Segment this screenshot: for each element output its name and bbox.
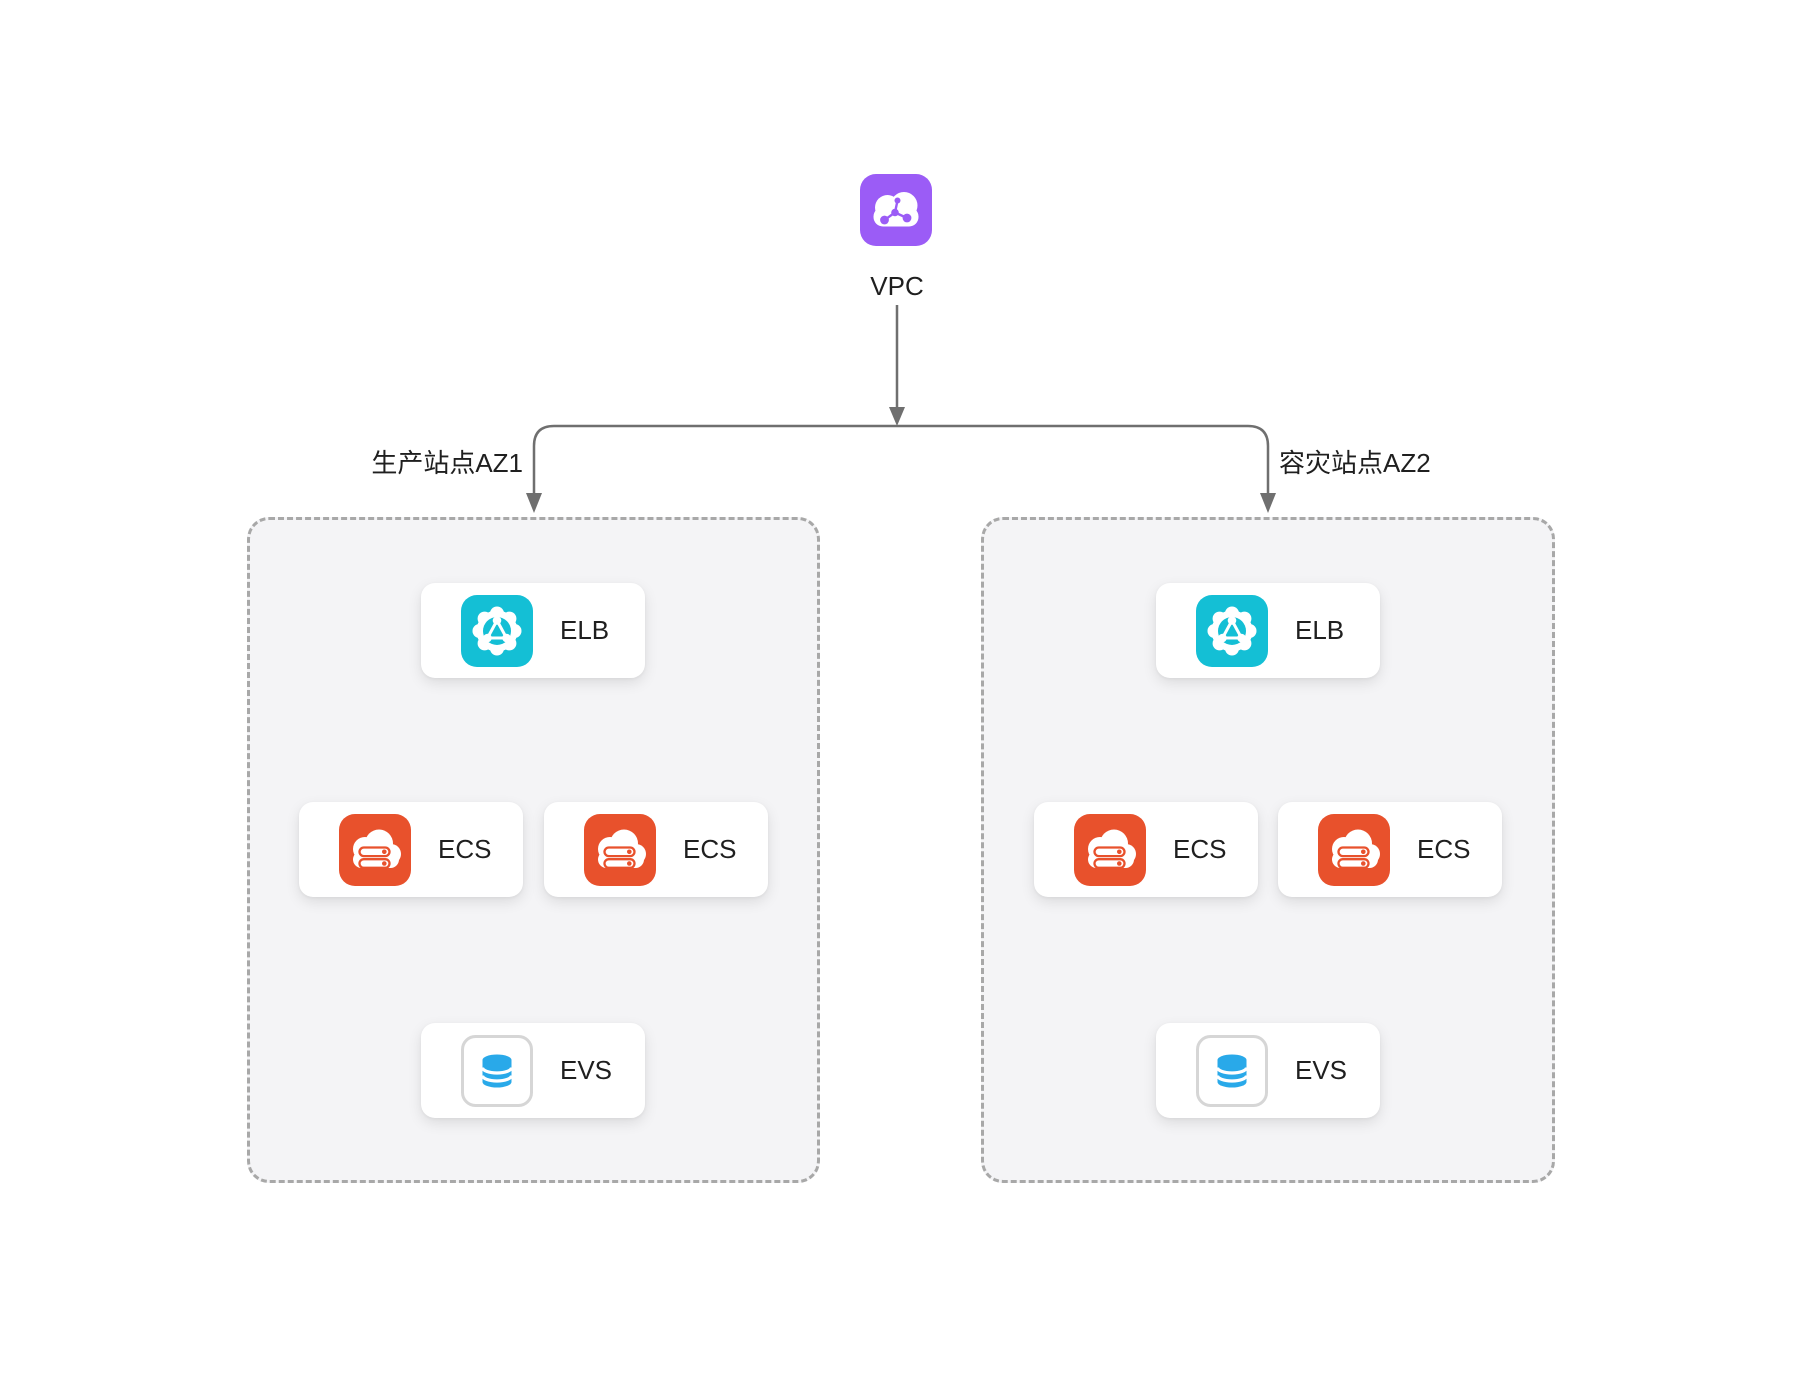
node-card-az2-elb[interactable]: ELB: [1156, 583, 1380, 678]
node-label-ecs: ECS: [683, 834, 737, 864]
node-vpc[interactable]: [860, 174, 932, 246]
node-card-az1-ecs-left[interactable]: ECS: [299, 802, 523, 897]
node-label-elb: ELB: [560, 615, 610, 645]
ecs-cloud-server-icon: [339, 813, 411, 886]
ecs-cloud-server-icon: [1318, 813, 1390, 886]
vpc-cloud-icon: [860, 174, 932, 246]
arrowhead-zone-az1: [526, 493, 542, 513]
arrowhead-zone-az2: [1260, 493, 1276, 513]
ecs-cloud-server-icon: [1074, 813, 1146, 886]
vpc-label: VPC: [870, 271, 924, 301]
node-card-az2-ecs-right[interactable]: ECS: [1278, 802, 1502, 897]
ecs-cloud-server-icon: [584, 813, 656, 886]
evs-disk-icon: [461, 1034, 533, 1107]
node-card-az1-evs[interactable]: EVS: [421, 1023, 645, 1118]
zone-label-az2: 容灾站点AZ2: [1279, 448, 1431, 478]
node-label-evs: EVS: [1295, 1055, 1348, 1085]
node-label-ecs: ECS: [1173, 834, 1227, 864]
node-label-elb: ELB: [1295, 615, 1345, 645]
elb-gear-icon: [1196, 594, 1268, 667]
node-label-ecs: ECS: [438, 834, 492, 864]
zone-label-az1: 生产站点AZ1: [371, 448, 523, 478]
evs-disk-icon: [1196, 1034, 1268, 1107]
node-card-az2-evs[interactable]: EVS: [1156, 1023, 1380, 1118]
node-card-az2-ecs-left[interactable]: ECS: [1034, 802, 1258, 897]
node-label-ecs: ECS: [1417, 834, 1471, 864]
connector-vpc-to-zones: [532, 424, 1270, 493]
elb-gear-icon: [461, 594, 533, 667]
node-label-evs: EVS: [560, 1055, 613, 1085]
node-card-az1-ecs-right[interactable]: ECS: [544, 802, 768, 897]
arrowhead-vpc-trunk: [889, 407, 905, 426]
node-card-az1-elb[interactable]: ELB: [421, 583, 645, 678]
